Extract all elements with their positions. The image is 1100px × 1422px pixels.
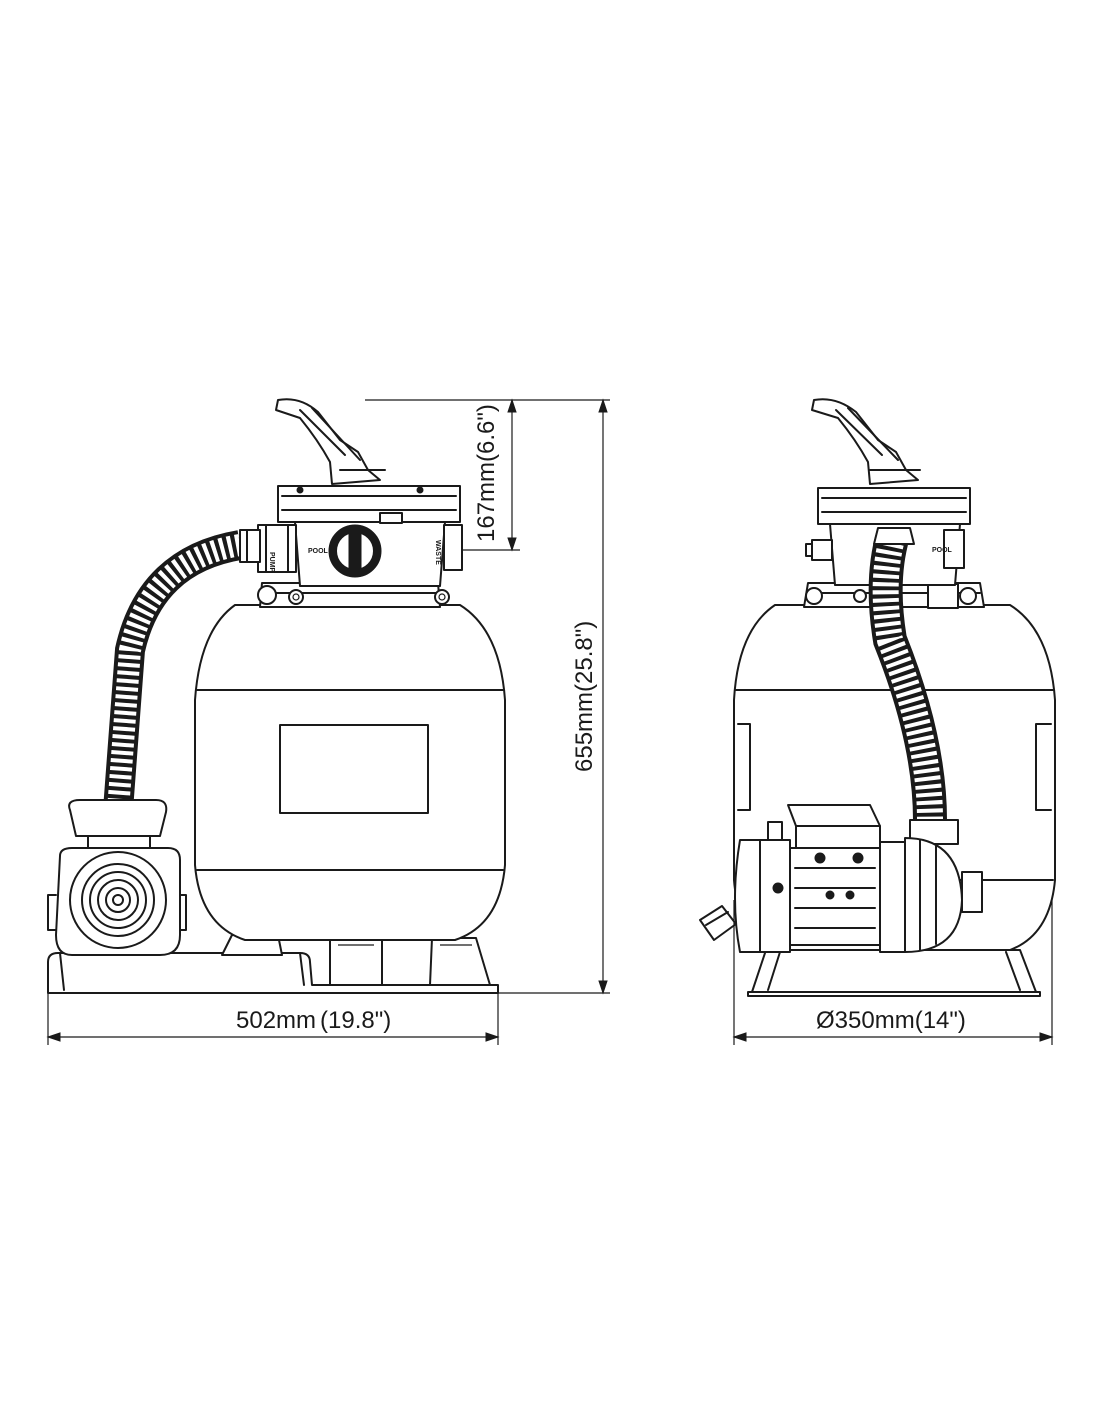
front-view: PUMP WASTE POOL xyxy=(46,398,610,1045)
front-hose xyxy=(103,529,261,812)
side-valve-port-label: POOL xyxy=(932,547,953,554)
dim-total-height-label: 655mm(25.8") xyxy=(571,621,598,772)
side-pump xyxy=(699,804,983,953)
dim-total-height: 655mm(25.8") xyxy=(498,398,610,995)
side-valve-handle xyxy=(811,398,919,485)
front-tank-label-panel xyxy=(279,724,429,814)
side-view: POOL xyxy=(699,398,1056,1045)
valve-port-label-pump: PUMP xyxy=(268,552,275,573)
dim-valve-height: 167mm(6.6") xyxy=(365,398,520,552)
dim-diameter-label: Ø350mm(14") xyxy=(816,1007,966,1034)
valve-port-label-pool: POOL xyxy=(308,548,329,555)
side-base xyxy=(747,949,1041,997)
valve-port-label-waste: WASTE xyxy=(434,540,441,565)
front-tank-legs xyxy=(221,934,491,986)
front-valve-handle xyxy=(275,398,381,485)
front-pump xyxy=(47,799,187,956)
front-clamp xyxy=(257,582,450,608)
front-valve: PUMP WASTE POOL xyxy=(257,398,463,587)
dim-width-mm: 502mm xyxy=(236,1007,316,1034)
front-base xyxy=(47,952,499,994)
dim-valve-height-label: 167mm(6.6") xyxy=(473,404,500,542)
dim-diameter-side: Ø350mm(14") xyxy=(732,900,1054,1045)
dim-width-in: (19.8") xyxy=(320,1007,391,1034)
front-tank xyxy=(194,604,506,941)
dim-width-front: 502mm (19.8") xyxy=(46,993,500,1045)
